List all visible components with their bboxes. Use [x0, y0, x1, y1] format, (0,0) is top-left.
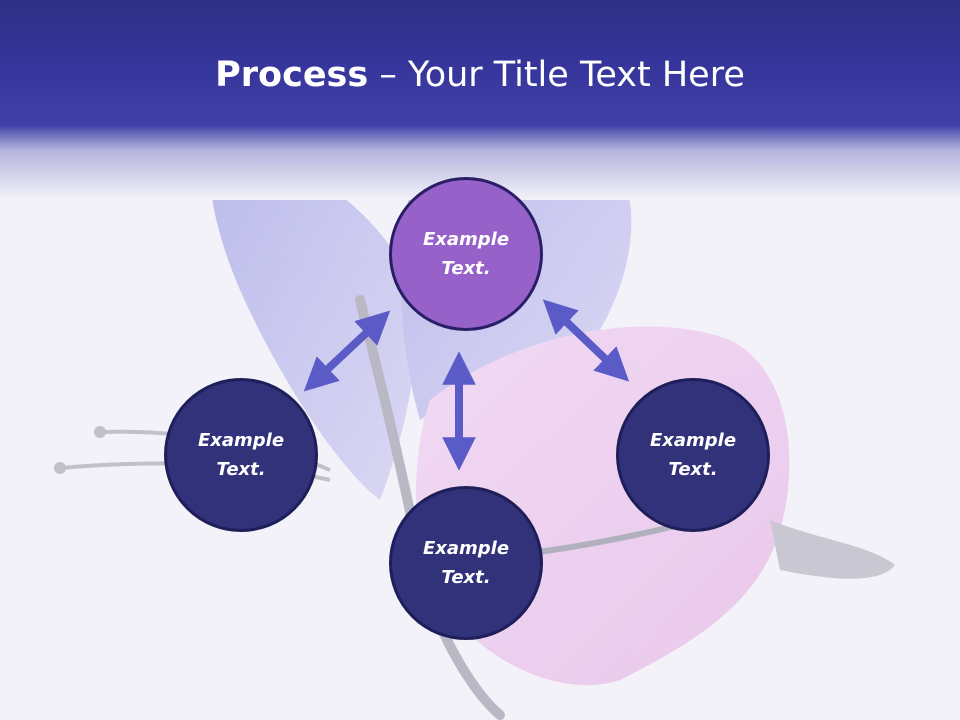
title-banner	[0, 0, 960, 200]
process-node-left: Example Text.	[164, 378, 318, 532]
arrow-top-right	[542, 299, 630, 382]
process-node-bottom: Example Text.	[389, 486, 543, 640]
node-text: Example Text.	[411, 534, 521, 592]
slide-title-strong: Process	[215, 55, 369, 95]
arrow-top-left	[303, 310, 391, 392]
process-node-right: Example Text.	[616, 378, 770, 532]
slide-title: Process – Your Title Text Here	[0, 52, 960, 98]
node-text: Example Text.	[411, 225, 521, 283]
node-text-line1: Example	[422, 229, 510, 250]
node-text: Example Text.	[638, 426, 748, 484]
process-node-top: Example Text.	[389, 177, 543, 331]
node-text-line2: Text.	[441, 567, 491, 588]
node-text-line1: Example	[649, 430, 737, 451]
node-text-line1: Example	[422, 538, 510, 559]
node-text: Example Text.	[186, 426, 296, 484]
node-text-line1: Example	[197, 430, 285, 451]
node-text-line2: Text.	[441, 258, 491, 279]
node-text-line2: Text.	[216, 459, 266, 480]
node-text-line2: Text.	[668, 459, 718, 480]
slide-title-rest: – Your Title Text Here	[368, 55, 745, 95]
